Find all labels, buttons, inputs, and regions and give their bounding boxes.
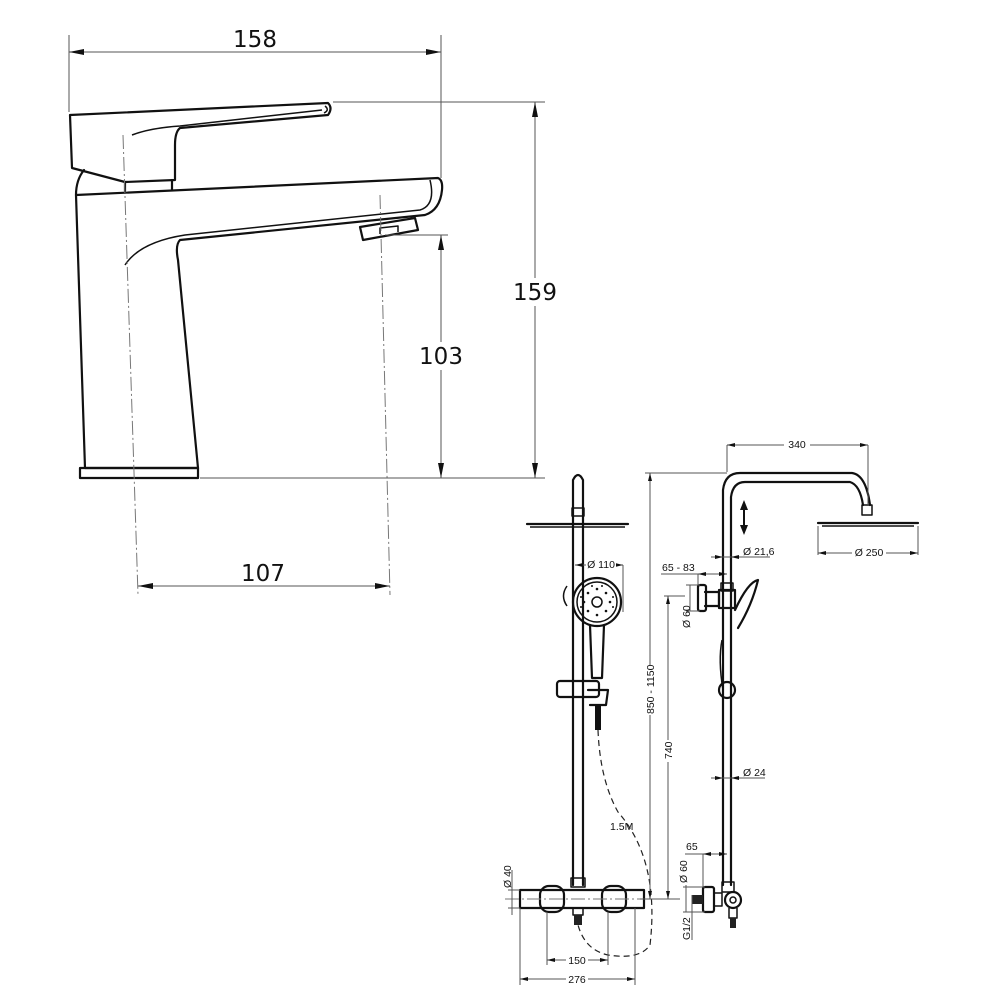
dim-total-height: 850 - 1150 <box>645 664 657 714</box>
handshower-nozzles-icon <box>580 585 614 617</box>
dim-pipe-dia-lower: Ø 24 <box>743 767 766 779</box>
dim-wall-offset: 65 <box>686 841 698 853</box>
dim-mixer-width: 276 <box>568 974 586 986</box>
dim-holder-dia: Ø 60 <box>681 605 693 628</box>
shower-front-view: Ø 110 1.5M Ø 40 <box>502 473 660 986</box>
dim-head-dia: Ø 250 <box>855 547 884 559</box>
basin-faucet-drawing: 158 159 103 107 <box>68 27 560 596</box>
dim-faucet-reach: 107 <box>241 561 285 587</box>
dim-handshower-dia: Ø 110 <box>587 559 615 571</box>
height-adjust-arrow-icon <box>740 500 748 535</box>
dim-rail-height: 740 <box>663 741 675 759</box>
dim-inlet-spacing: 150 <box>568 955 586 967</box>
shower-side-view: 340 Ø 250 Ø 21,6 65 - 83 Ø 60 <box>640 438 920 940</box>
dim-spout-height: 103 <box>419 344 463 370</box>
dim-holder-offset: 65 - 83 <box>662 562 695 574</box>
dim-faucet-width: 158 <box>233 27 277 53</box>
dim-escutcheon-dia: Ø 60 <box>678 860 690 883</box>
dim-arm-reach: 340 <box>788 439 806 451</box>
dim-thread: G1/2 <box>681 917 693 940</box>
dim-faucet-height: 159 <box>513 280 557 306</box>
dim-hose-length: 1.5M <box>610 821 633 833</box>
dim-mixer-dia: Ø 40 <box>502 865 514 888</box>
dim-pipe-dia-upper: Ø 21,6 <box>743 546 775 558</box>
